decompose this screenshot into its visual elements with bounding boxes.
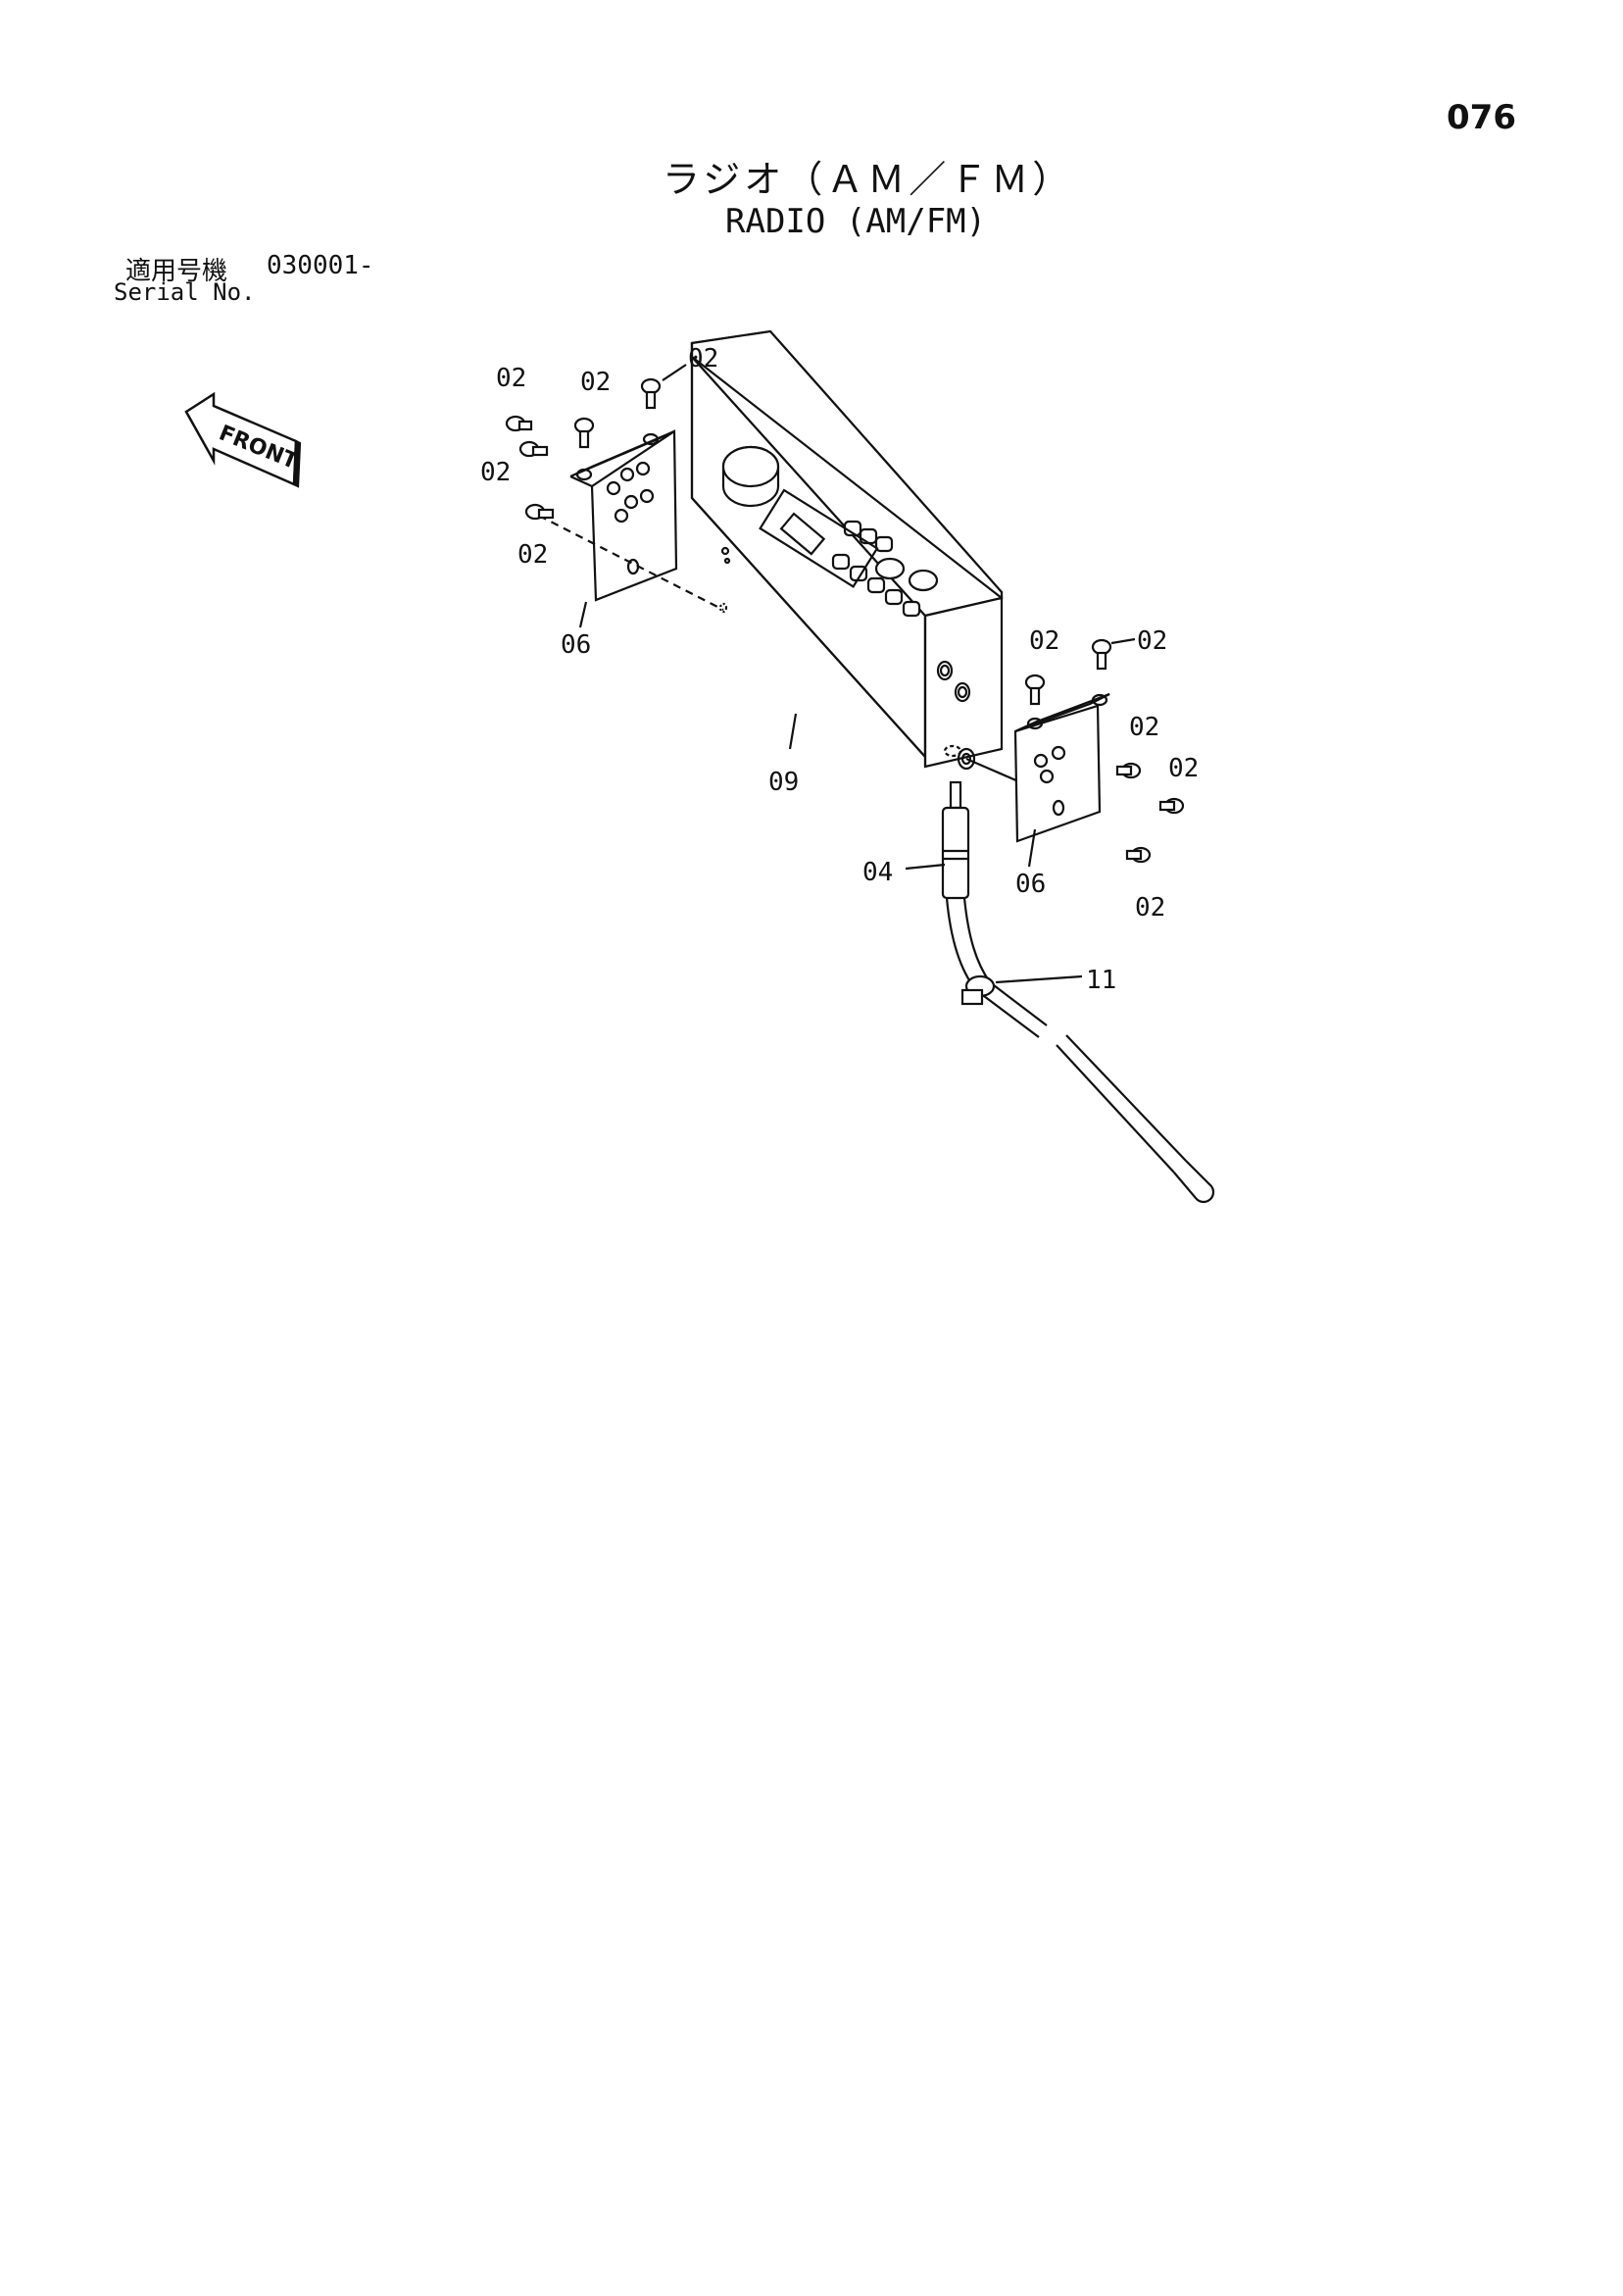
title-japanese: ラジオ（ＡＭ／ＦＭ） (663, 158, 1074, 201)
callout-label: 11 (1086, 966, 1116, 995)
screw-icon (524, 503, 555, 521)
callout-label: 09 (768, 768, 799, 797)
page-number: 076 (1447, 98, 1516, 137)
leader-04 (905, 863, 946, 871)
left-screw-guide (538, 515, 724, 611)
leader-06-right (1027, 828, 1037, 868)
antenna-plug (941, 780, 970, 900)
screw-icon (1024, 674, 1046, 706)
screw-icon (1115, 762, 1142, 779)
leader-06-left (578, 601, 588, 628)
left-bracket (569, 428, 678, 602)
callout-label: 02 (480, 458, 511, 487)
antenna-cable (945, 897, 1215, 1204)
callout-label: 02 (688, 344, 718, 374)
screw-icon (640, 377, 662, 410)
callout-label: 02 (1135, 893, 1165, 923)
screw-icon (518, 440, 549, 458)
radio-unit (690, 329, 1004, 771)
right-bracket (1013, 692, 1110, 843)
leader-11 (995, 974, 1083, 984)
leader-09 (788, 713, 798, 750)
screw-icon (573, 417, 595, 449)
callout-label: 02 (1168, 754, 1199, 783)
callout-label: 02 (1137, 626, 1167, 656)
callout-label: 02 (580, 368, 611, 397)
callout-label: 02 (1129, 713, 1159, 742)
callout-label: 02 (496, 364, 526, 393)
leader-02 (1110, 637, 1136, 645)
callout-label: 04 (862, 858, 893, 887)
callout-label: 02 (517, 540, 548, 570)
serial-label-english: Serial No. (114, 278, 256, 306)
screw-icon (1091, 638, 1112, 671)
screw-icon (1158, 797, 1185, 815)
callout-label: 06 (561, 630, 591, 660)
leader-02 (662, 364, 687, 381)
title-english: RADIO (AM/FM) (725, 202, 987, 241)
callout-label: 06 (1015, 870, 1046, 899)
callout-label: 02 (1029, 626, 1059, 656)
screw-icon (505, 415, 533, 432)
serial-label-japanese: 適用号機 (125, 257, 228, 286)
cable-clamp (960, 974, 996, 1006)
serial-value: 030001- (267, 251, 374, 280)
screw-icon (1125, 846, 1152, 864)
front-arrow-icon: FRONT (184, 391, 302, 488)
